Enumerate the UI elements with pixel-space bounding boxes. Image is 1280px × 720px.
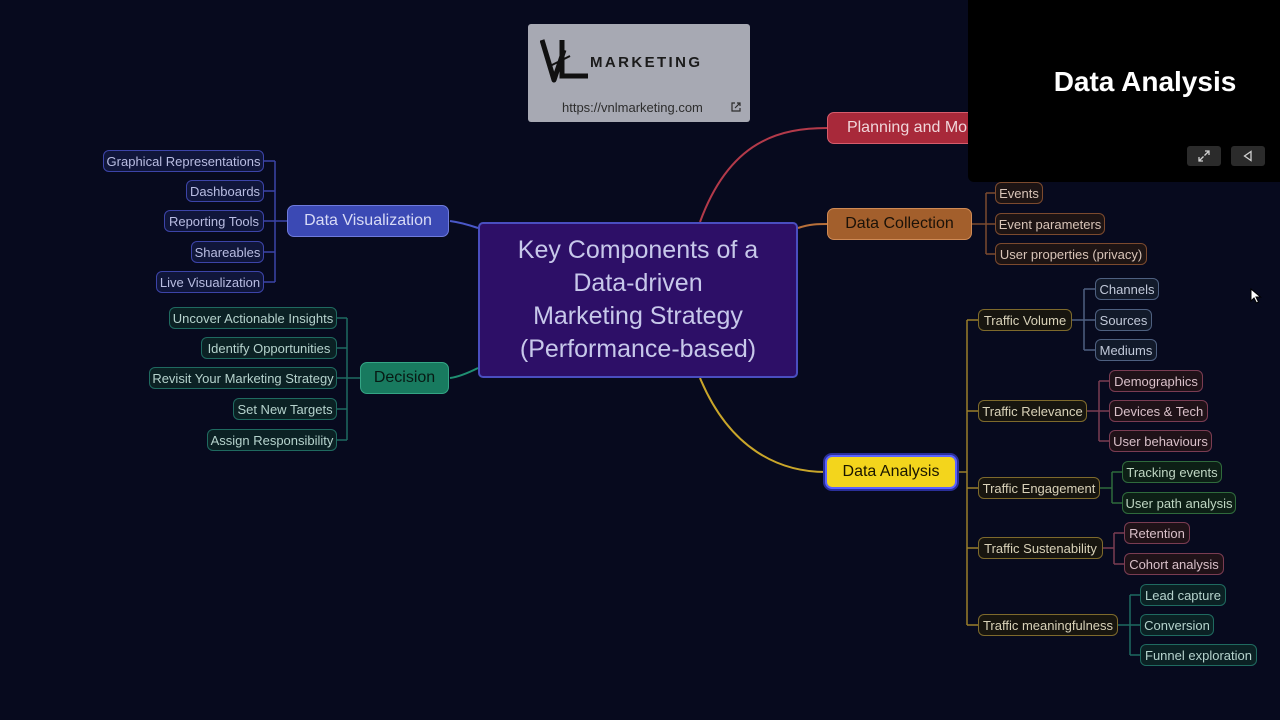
back-button[interactable] xyxy=(1231,146,1265,166)
leaf-graphical-representations[interactable]: Graphical Representations xyxy=(103,150,264,172)
leaf-tracking-events[interactable]: Tracking events xyxy=(1122,461,1222,483)
sub-traffic-relevance[interactable]: Traffic Relevance xyxy=(978,400,1087,422)
brand-name: MARKETING xyxy=(590,54,703,71)
leaf-events[interactable]: Events xyxy=(995,182,1043,204)
leaf-set-new-targets[interactable]: Set New Targets xyxy=(233,398,337,420)
leaf-channels[interactable]: Channels xyxy=(1095,278,1159,300)
leaf-revisit-marketing-strategy[interactable]: Revisit Your Marketing Strategy xyxy=(149,367,337,389)
branch-planning[interactable]: Planning and Mo xyxy=(827,112,987,144)
vl-logo-icon xyxy=(540,39,588,83)
leaf-uncover-actionable-insights[interactable]: Uncover Actionable Insights xyxy=(169,307,337,329)
sub-traffic-engagement[interactable]: Traffic Engagement xyxy=(978,477,1100,499)
sub-traffic-meaningfulness[interactable]: Traffic meaningfulness xyxy=(978,614,1118,636)
leaf-mediums[interactable]: Mediums xyxy=(1095,339,1157,361)
leaf-lead-capture[interactable]: Lead capture xyxy=(1140,584,1226,606)
leaf-demographics[interactable]: Demographics xyxy=(1109,370,1203,392)
branch-data-visualization[interactable]: Data Visualization xyxy=(287,205,449,237)
leaf-cohort-analysis[interactable]: Cohort analysis xyxy=(1124,553,1224,575)
central-topic-line-3: Marketing Strategy xyxy=(533,302,743,330)
cursor-icon xyxy=(1250,288,1262,304)
central-topic-line-4: (Performance-based) xyxy=(519,335,757,363)
triangle-left-icon xyxy=(1243,150,1252,162)
overlay-title: Data Analysis xyxy=(1053,66,1237,97)
brand-url-link[interactable]: https://vnlmarketing.com xyxy=(562,100,703,115)
sub-traffic-volume[interactable]: Traffic Volume xyxy=(978,309,1072,331)
leaf-shareables[interactable]: Shareables xyxy=(191,241,264,263)
leaf-user-behaviours[interactable]: User behaviours xyxy=(1109,430,1212,452)
leaf-dashboards[interactable]: Dashboards xyxy=(186,180,264,202)
leaf-retention[interactable]: Retention xyxy=(1124,522,1190,544)
branch-data-analysis[interactable]: Data Analysis xyxy=(825,455,957,489)
leaf-funnel-exploration[interactable]: Funnel exploration xyxy=(1140,644,1257,666)
leaf-reporting-tools[interactable]: Reporting Tools xyxy=(164,210,264,232)
central-topic[interactable]: Key Components of a Data-driven Marketin… xyxy=(478,222,798,378)
leaf-assign-responsibility[interactable]: Assign Responsibility xyxy=(207,429,337,451)
brand-logo-card[interactable]: MARKETING https://vnlmarketing.com xyxy=(528,24,750,122)
leaf-sources[interactable]: Sources xyxy=(1095,309,1152,331)
expand-icon xyxy=(1198,150,1210,162)
sub-traffic-sustenability[interactable]: Traffic Sustenability xyxy=(978,537,1103,559)
preview-overlay-panel: Data Analysis xyxy=(968,0,1280,182)
leaf-user-path-analysis[interactable]: User path analysis xyxy=(1122,492,1236,514)
external-link-icon[interactable] xyxy=(730,101,742,113)
leaf-event-parameters[interactable]: Event parameters xyxy=(995,213,1105,235)
leaf-user-properties[interactable]: User properties (privacy) xyxy=(995,243,1147,265)
expand-button[interactable] xyxy=(1187,146,1221,166)
leaf-devices-tech[interactable]: Devices & Tech xyxy=(1109,400,1208,422)
central-topic-line-1: Key Components of a xyxy=(517,236,759,264)
branch-data-collection[interactable]: Data Collection xyxy=(827,208,972,240)
leaf-conversion[interactable]: Conversion xyxy=(1140,614,1214,636)
central-topic-line-2: Data-driven xyxy=(573,269,703,297)
leaf-identify-opportunities[interactable]: Identify Opportunities xyxy=(201,337,337,359)
branch-decision[interactable]: Decision xyxy=(360,362,449,394)
leaf-live-visualization[interactable]: Live Visualization xyxy=(156,271,264,293)
